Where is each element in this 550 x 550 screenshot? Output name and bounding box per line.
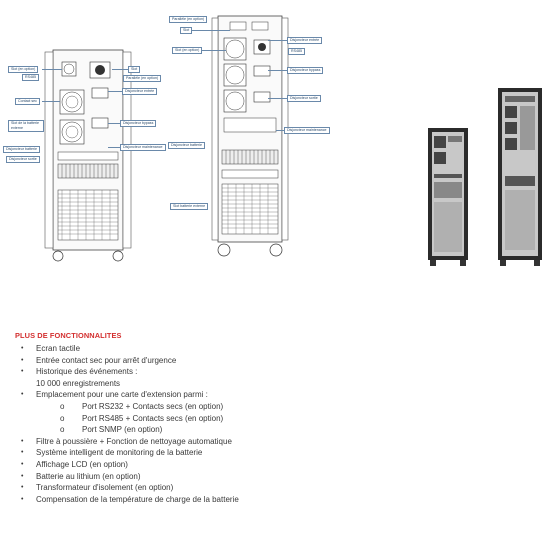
list-item: Entrée contact sec pour arrêt d'urgence <box>15 355 535 367</box>
callout-label: RS485 <box>288 48 305 55</box>
leader-line <box>190 30 230 31</box>
rear-panel-diagram-left: Slot (en option) RS485 Slot Parallèle (e… <box>0 40 180 270</box>
leader-line <box>108 147 120 148</box>
features-section: PLUS DE FONCTIONNALITES Ecran tactile En… <box>15 331 535 505</box>
leader-line <box>42 101 60 102</box>
callout-label: Disjoncteur entrée <box>122 88 158 95</box>
callout-label: Parallèle (en option) <box>123 75 162 82</box>
callout-label: Slot <box>180 27 193 34</box>
leader-line <box>268 98 288 99</box>
leader-line <box>268 70 290 71</box>
ups-cabinet-photos <box>420 80 550 280</box>
rear-panel-diagram-middle: Parallèle (en option) Slot Slot (en opti… <box>160 12 350 272</box>
leader-line <box>42 69 62 70</box>
callout-label: Disjoncteur entrée <box>287 37 323 44</box>
callout-label: Disjoncteur maintenance <box>284 127 330 134</box>
list-subitem: Port SNMP (en option) <box>15 424 535 436</box>
callout-label: Disjoncteur maintenance <box>120 144 166 151</box>
callout-label: Disjoncteur sortie <box>287 95 321 102</box>
leader-line <box>108 123 120 124</box>
callout-label: Contact sec <box>15 98 40 105</box>
rear-panel-drawing-middle <box>211 15 289 257</box>
callout-label: Parallèle (en option) <box>169 16 208 23</box>
list-item: Filtre à poussière + Fonction de nettoya… <box>15 436 535 448</box>
list-item: Affichage LCD (en option) <box>15 459 535 471</box>
callout-label: Slot (en option) <box>8 66 39 73</box>
leader-line <box>200 50 226 51</box>
list-item-text: 10 000 enregistrements <box>36 378 121 388</box>
leader-line <box>112 69 132 70</box>
callout-label: Slot batterie externe <box>170 203 209 210</box>
list-subitem: Port RS485 + Contacts secs (en option) <box>15 413 535 425</box>
callout-label: Slot <box>128 66 141 73</box>
callout-label: Slot de la batterie externe <box>8 120 44 132</box>
list-item: Système intelligent de monitoring de la … <box>15 447 535 459</box>
list-item: Emplacement pour une carte d'extension p… <box>15 389 535 401</box>
callout-label: RS485 <box>22 74 39 81</box>
leader-line <box>108 91 126 92</box>
list-item: Ecran tactile <box>15 343 535 355</box>
list-item: Compensation de la température de charge… <box>15 494 535 506</box>
callout-label: Disjoncteur bypass <box>120 120 157 127</box>
list-item: Historique des événements : 10 000 enreg… <box>15 366 535 389</box>
callout-label: Slot (en option) <box>172 47 203 54</box>
features-list: Ecran tactile Entrée contact sec pour ar… <box>15 343 535 505</box>
list-item: Batterie au lithium (en option) <box>15 471 535 483</box>
list-subitem: Port RS232 + Contacts secs (en option) <box>15 401 535 413</box>
callout-label: Disjoncteur bypass <box>287 67 324 74</box>
list-item: Transformateur d'isolement (en option) <box>15 482 535 494</box>
list-item-text: Historique des événements : <box>36 367 138 377</box>
callout-label: Disjoncteur batterie <box>3 146 40 153</box>
leader-line <box>276 130 286 131</box>
callout-label: Disjoncteur sortie <box>6 156 40 163</box>
callout-label: Disjoncteur batterie <box>168 142 205 149</box>
ups-cabinet-drawing <box>428 88 542 266</box>
features-title: PLUS DE FONCTIONNALITES <box>15 331 122 340</box>
leader-line <box>268 40 290 41</box>
